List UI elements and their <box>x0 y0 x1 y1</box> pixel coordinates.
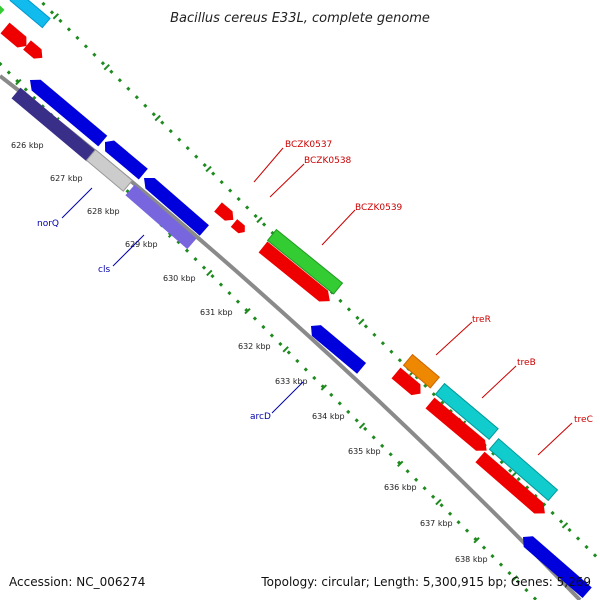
map-title: Bacillus cereus E33L, complete genome <box>170 11 430 26</box>
gene-feature[interactable] <box>434 382 499 441</box>
gene-feature[interactable] <box>230 219 248 236</box>
gene-label-bczk0538[interactable]: BCZK0538 <box>304 156 352 166</box>
kbp-tick-label: 632 kbp <box>238 342 271 351</box>
gene-feature[interactable] <box>26 75 108 147</box>
kbp-tick-label: 631 kbp <box>200 308 233 317</box>
kbp-tick-label: 636 kbp <box>384 483 417 492</box>
gene-label-bczk0537[interactable]: BCZK0537 <box>285 140 332 150</box>
gene-feature[interactable] <box>475 451 549 519</box>
gene-label-bczk0539[interactable]: BCZK0539 <box>355 203 403 213</box>
accession-label: Accession: NC_006274 <box>9 575 145 589</box>
gene-feature[interactable] <box>0 5 5 19</box>
gene-labels: BCZK0537 BCZK0538 BCZK0539 treR treB tre… <box>37 140 593 425</box>
gene-feature[interactable] <box>214 202 237 224</box>
kbp-tick-label: 627 kbp <box>50 174 83 183</box>
gene-label-norq[interactable]: norQ <box>37 219 59 229</box>
gene-feature[interactable] <box>125 184 197 250</box>
gene-feature[interactable] <box>0 22 31 52</box>
gene-feature[interactable] <box>85 148 133 192</box>
kbp-tick-labels: 626 kbp 627 kbp 628 kbp 629 kbp 630 kbp … <box>11 141 488 564</box>
kbp-tick-label: 626 kbp <box>11 141 44 150</box>
gene-label-arcd[interactable]: arcD <box>250 412 271 422</box>
kbp-tick-label: 635 kbp <box>348 447 381 456</box>
gene-label-leaders <box>61 147 573 456</box>
gene-feature[interactable] <box>139 173 209 236</box>
kbp-tick-label: 637 kbp <box>420 519 453 528</box>
kbp-tick-label: 629 kbp <box>125 240 158 249</box>
gene-label-trer[interactable]: treR <box>472 315 491 325</box>
gene-feature[interactable] <box>266 228 344 295</box>
gene-feature[interactable] <box>258 241 335 307</box>
gene-feature[interactable] <box>488 438 559 502</box>
gene-feature[interactable] <box>307 321 367 374</box>
inner-tick-track <box>0 43 565 600</box>
gene-feature[interactable] <box>402 353 441 389</box>
gene-label-cls[interactable]: cls <box>98 265 110 275</box>
gene-feature[interactable] <box>425 397 492 456</box>
topology-label: Topology: circular; Length: 5,300,915 bp… <box>260 575 591 589</box>
kbp-tick-label: 638 kbp <box>455 555 488 564</box>
kbp-tick-label: 633 kbp <box>275 377 308 386</box>
forward-strand-genes <box>0 0 559 519</box>
kbp-tick-label: 628 kbp <box>87 207 120 216</box>
gene-label-treb[interactable]: treB <box>517 358 536 368</box>
gene-feature[interactable] <box>11 87 96 162</box>
gene-label-trec[interactable]: treC <box>574 415 593 425</box>
gene-feature[interactable] <box>9 0 51 29</box>
kbp-tick-label: 634 kbp <box>312 412 345 421</box>
reverse-strand-genes <box>11 75 592 599</box>
gene-feature[interactable] <box>518 532 592 599</box>
kbp-tick-label: 630 kbp <box>163 274 196 283</box>
gene-feature[interactable] <box>101 137 148 180</box>
gene-feature[interactable] <box>391 367 426 399</box>
gene-feature[interactable] <box>23 40 46 62</box>
